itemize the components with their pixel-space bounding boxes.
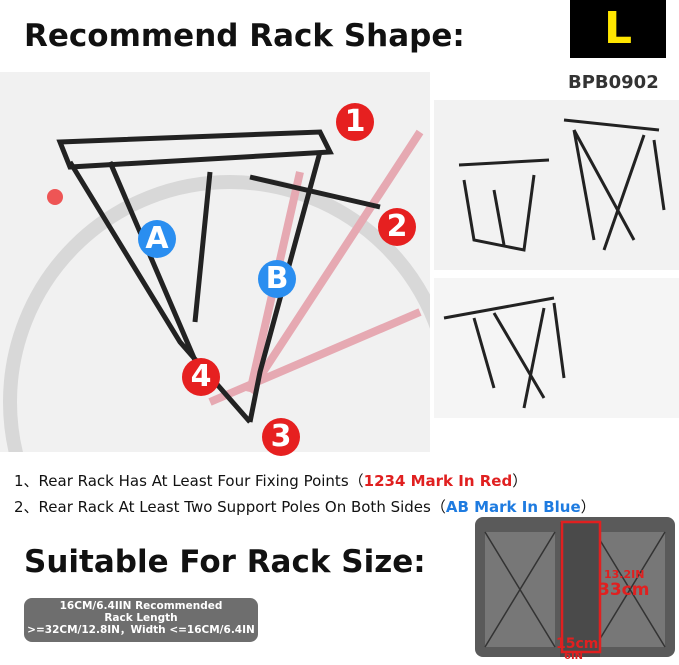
rack-size-spec: 16CM/6.4IIN Recommended Rack Length >=32…	[24, 598, 258, 642]
marker-4: 4	[182, 358, 220, 396]
pannier-bag-photo	[475, 517, 675, 657]
bag-length-in: 13.2IN	[604, 568, 645, 581]
note-text: 1、Rear Rack Has At Least Four Fixing Poi…	[14, 472, 364, 490]
marker-2: 2	[378, 208, 416, 246]
rack-size-title: Suitable For Rack Size:	[24, 544, 426, 580]
note-highlight-red: 1234 Mark In Red	[363, 472, 513, 490]
example-racks-photo	[434, 100, 679, 270]
rack-shape-title: Recommend Rack Shape:	[24, 18, 465, 54]
note-text: 2、Rear Rack At Least Two Support Poles O…	[14, 498, 446, 516]
model-code: BPB0902	[568, 72, 659, 93]
marker-1: 1	[336, 103, 374, 141]
note-text: ）	[580, 498, 596, 516]
spec-line: 16CM/6.4IIN Recommended	[59, 600, 223, 612]
size-badge: L	[570, 0, 666, 58]
bag-width-in: 6IN	[564, 651, 584, 662]
marker-b: B	[258, 260, 296, 298]
spec-line: >=32CM/12.8IN，Width <=16CM/6.4IN	[27, 624, 255, 636]
note-fixing-points: 1、Rear Rack Has At Least Four Fixing Poi…	[14, 470, 527, 491]
marker-3: 3	[262, 418, 300, 456]
bag-width-cm: 15cm	[556, 636, 599, 652]
spec-line: Rack Length	[104, 612, 178, 624]
note-text: ）	[512, 472, 528, 490]
note-support-poles: 2、Rear Rack At Least Two Support Poles O…	[14, 496, 596, 517]
bag-length-cm: 33cm	[598, 580, 650, 600]
example-rack-photo	[434, 278, 679, 418]
marker-a: A	[138, 220, 176, 258]
note-highlight-blue: AB Mark In Blue	[445, 498, 581, 516]
